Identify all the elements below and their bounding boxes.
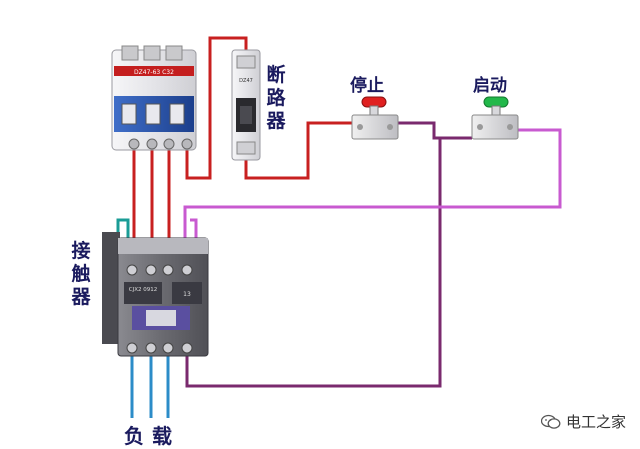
breaker-handle — [121, 103, 137, 125]
breaker-face-text: DZ47-63 C32 — [134, 69, 174, 76]
breaker-label: 断 路 器 — [265, 64, 287, 133]
control-wire-dark — [185, 121, 472, 388]
load-wires — [130, 356, 170, 418]
stop-button — [351, 96, 399, 140]
contactor-face-text: CJX2 0912 — [129, 287, 157, 293]
breaker-handle — [145, 103, 161, 125]
breaker-label-char: 路 — [266, 87, 286, 109]
contactor-tag-text: 13 — [183, 291, 191, 298]
contactor-label: 接 触 器 — [70, 240, 92, 309]
single-breaker-face-text: DZ47 — [239, 78, 253, 84]
contactor: CJX2 0912 13 — [102, 232, 209, 357]
watermark: 电工之家 — [540, 411, 626, 432]
breaker-label-char: 器 — [266, 110, 286, 132]
watermark-text: 电工之家 — [565, 413, 626, 431]
contactor-label-char: 接 — [71, 240, 91, 262]
control-wire-light — [183, 128, 562, 240]
start-button — [471, 96, 519, 140]
breaker-handle — [169, 103, 185, 125]
breaker-label-char: 断 — [266, 64, 286, 86]
three-pole-breaker: DZ47-63 C32 — [111, 45, 197, 151]
wechat-icon — [540, 414, 561, 429]
contactor-label-char: 器 — [71, 286, 91, 308]
load-label: 负载 — [124, 424, 180, 448]
start-label: 启动 — [473, 76, 507, 96]
power-wire-to-control-breaker — [185, 36, 352, 180]
stop-label: 停止 — [350, 76, 384, 96]
single-pole-breaker: DZ47 — [231, 49, 261, 161]
contactor-label-char: 触 — [71, 263, 91, 285]
